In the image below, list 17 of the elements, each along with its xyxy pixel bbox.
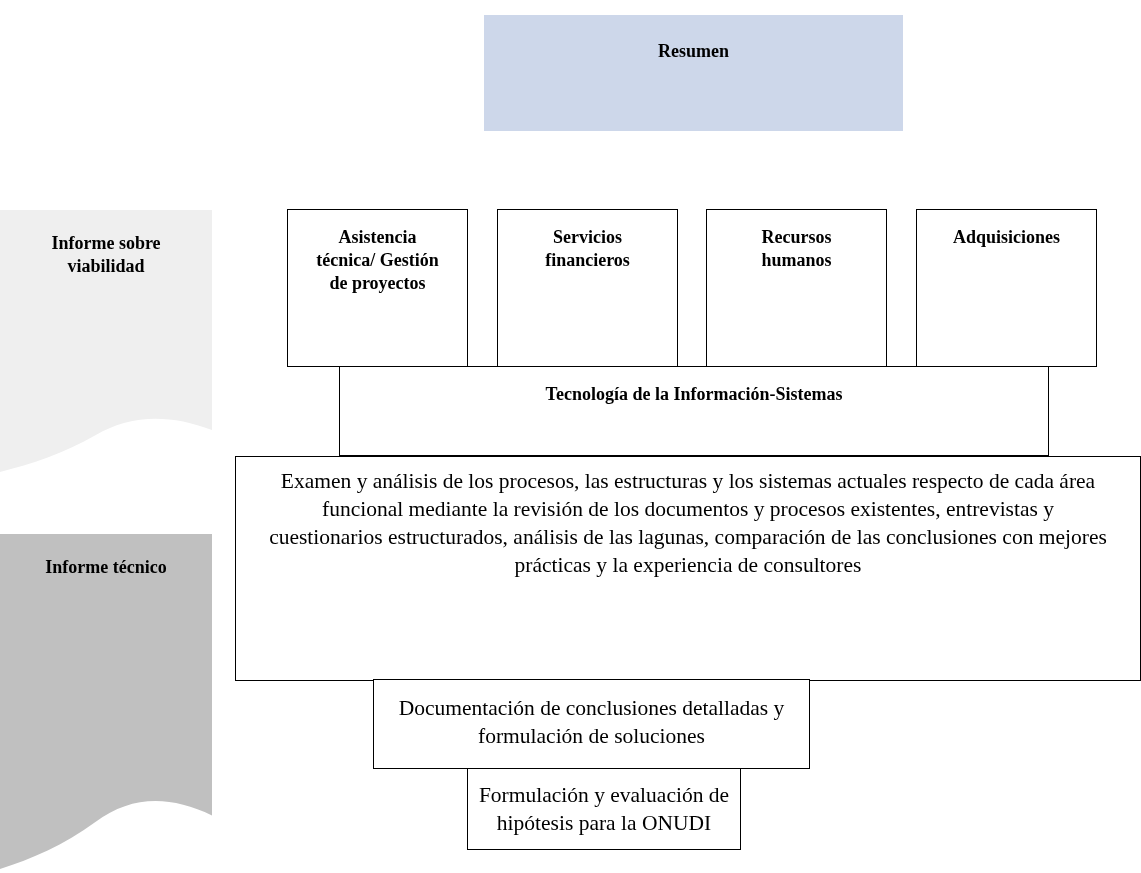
step-text: Examen y análisis de los procesos, las estructuras y los sistemas actuales respecto de cada área funcional mediante la revisión de los documentos y procesos existentes, entrevistas y cuestionarios estructurados, análisis de las lagunas, comparación de las conclusiones con mejores prácticas y la experiencia de consultores xyxy=(268,468,1108,579)
document-band xyxy=(0,534,212,869)
step-text: Documentación de conclusiones detalladas y formulación de soluciones xyxy=(397,695,786,750)
systems-band xyxy=(339,366,1049,456)
heading-text: Informe técnico xyxy=(44,556,168,579)
step-text: Formulación y evaluación de hipótesis para la ONUDI xyxy=(477,782,731,837)
process-box xyxy=(373,679,810,769)
process-box xyxy=(467,768,741,850)
heading-text: Informe sobre viabilidad xyxy=(50,232,162,278)
heading-text: Recursos humanos xyxy=(760,226,833,272)
heading-text: Asistencia técnica/ Gestión de proyectos xyxy=(315,226,440,295)
heading-text: Adquisiciones xyxy=(951,226,1061,249)
heading-text: Servicios financieros xyxy=(544,226,631,272)
summary-box xyxy=(484,15,903,131)
process-box xyxy=(235,456,1141,681)
heading-text: Resumen xyxy=(657,40,730,63)
heading-text: Tecnología de la Información-Sistemas xyxy=(544,383,844,406)
